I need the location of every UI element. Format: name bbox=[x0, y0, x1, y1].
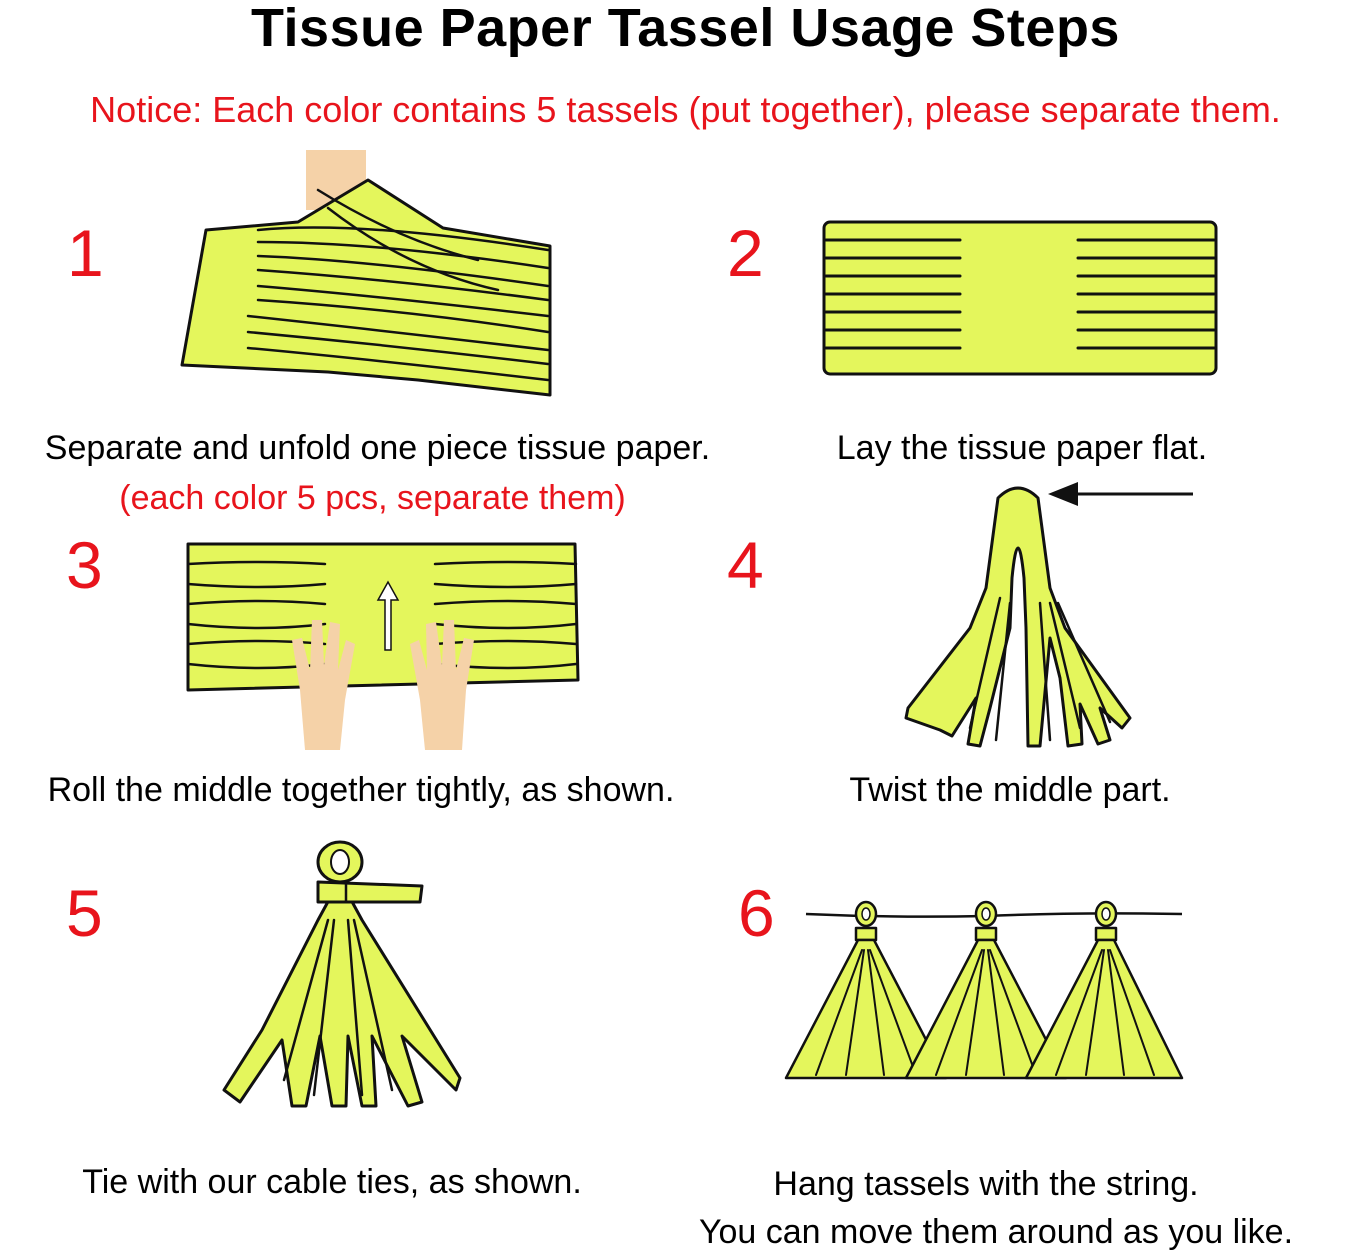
left-arrow-icon bbox=[1048, 482, 1078, 506]
step-1-illustration bbox=[178, 150, 558, 400]
step-2-number: 2 bbox=[727, 216, 764, 290]
step-3-illustration bbox=[180, 540, 580, 750]
step-5-illustration bbox=[222, 840, 462, 1110]
step-4-number: 4 bbox=[727, 528, 764, 602]
up-arrow-icon bbox=[376, 580, 400, 651]
right-hand-icon bbox=[410, 620, 474, 750]
cable-tie bbox=[316, 880, 424, 904]
left-hand-icon bbox=[292, 620, 355, 750]
step-3-caption: Roll the middle together tightly, as sho… bbox=[47, 771, 675, 809]
step-6-illustration bbox=[776, 890, 1186, 1090]
step-2-illustration bbox=[820, 218, 1220, 378]
step-4-illustration bbox=[900, 478, 1200, 758]
step-2-caption: Lay the tissue paper flat. bbox=[836, 429, 1208, 467]
step-6-caption: Hang tassels with the string. bbox=[773, 1165, 1199, 1203]
step-5-number: 5 bbox=[66, 876, 103, 950]
notice-text: Notice: Each color contains 5 tassels (p… bbox=[90, 89, 1281, 130]
step-4-caption: Twist the middle part. bbox=[849, 771, 1171, 809]
step-1-caption: Separate and unfold one piece tissue pap… bbox=[44, 429, 711, 467]
step-6-subcaption: You can move them around as you like. bbox=[698, 1213, 1294, 1251]
step-3-number: 3 bbox=[66, 528, 103, 602]
step-6-number: 6 bbox=[738, 876, 775, 950]
step-5-caption: Tie with our cable ties, as shown. bbox=[82, 1163, 582, 1201]
step-1-subcaption: (each color 5 pcs, separate them) bbox=[119, 479, 626, 517]
step-1-number: 1 bbox=[67, 216, 104, 290]
page-title: Tissue Paper Tassel Usage Steps bbox=[251, 0, 1120, 58]
